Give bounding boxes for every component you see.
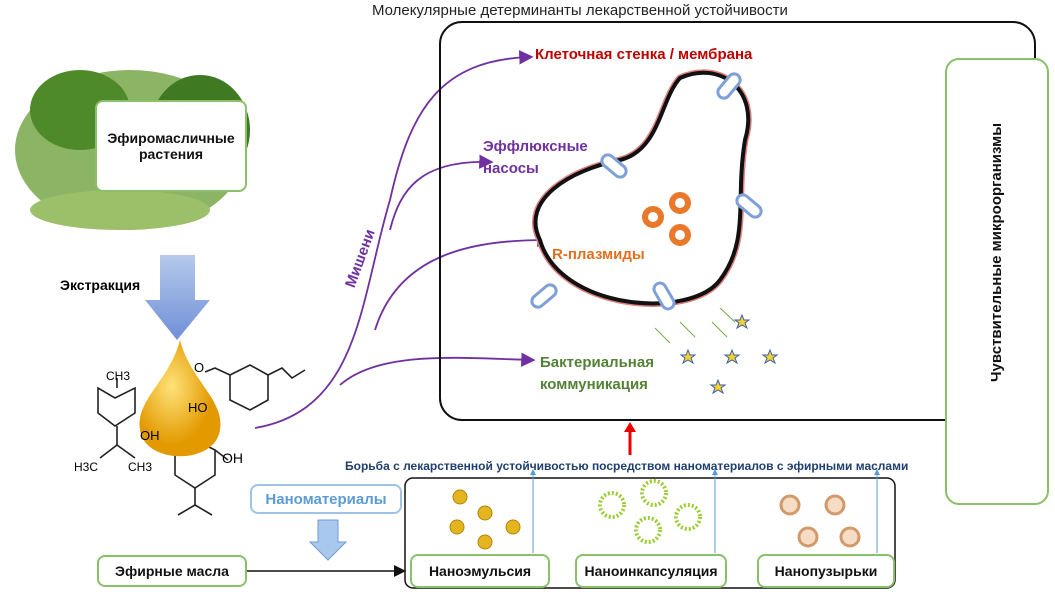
oil-drop bbox=[139, 340, 221, 457]
chem-h3c: H3C bbox=[74, 460, 99, 474]
extraction-label: Экстракция bbox=[60, 277, 141, 293]
target-quorum-sensing: Бактериальная коммуникация bbox=[540, 354, 654, 393]
nano-up-arrows bbox=[530, 469, 880, 553]
chem-ch3b: CH3 bbox=[128, 460, 153, 474]
bacterial-cell bbox=[530, 69, 763, 311]
signal-arrows bbox=[654, 307, 736, 344]
target-cell-wall: Клеточная стенка / мембрана bbox=[535, 46, 753, 63]
extraction-arrow bbox=[145, 255, 210, 340]
nanomaterials-box: Наноматериалы bbox=[250, 484, 402, 514]
chem-ho: HO bbox=[188, 400, 208, 415]
nanobubbles bbox=[779, 494, 861, 548]
nanoemulsion-box: Наноэмульсия bbox=[410, 554, 550, 588]
chem-oh: OH bbox=[140, 428, 160, 443]
nano-down-arrow bbox=[308, 519, 348, 561]
page-title: Молекулярные детерминанты лекарственной … bbox=[372, 2, 788, 19]
nanocapsules bbox=[598, 479, 702, 544]
combat-label: Борьба с лекарственной устойчивостью пос… bbox=[345, 459, 909, 473]
chem-oh2: OH bbox=[222, 450, 243, 466]
target-efflux-pumps: Эффлюксные насосы bbox=[483, 138, 588, 177]
essential-oils-box: Эфирные масла bbox=[97, 555, 247, 587]
nanoencapsulation-box: Наноинкапсуляция bbox=[575, 554, 727, 588]
nanoemulsion-droplets bbox=[449, 489, 521, 550]
chem-ch3: CH3 bbox=[106, 369, 131, 383]
sensitive-microorganisms-box: Чувствительные микроорганизмы bbox=[945, 58, 1049, 505]
plants-box: Эфиромасличные растения bbox=[95, 100, 247, 192]
chem-o: O bbox=[194, 360, 205, 375]
quorum-signal-stars bbox=[679, 313, 779, 395]
target-r-plasmids: R-плазмиды bbox=[552, 246, 645, 263]
target-arrows bbox=[254, 50, 552, 429]
nanobubbles-box: Нанопузырьки bbox=[757, 554, 895, 588]
nanomaterials-panel bbox=[404, 477, 896, 589]
sensitive-label: Чувствительные микроорганизмы bbox=[988, 122, 1005, 382]
